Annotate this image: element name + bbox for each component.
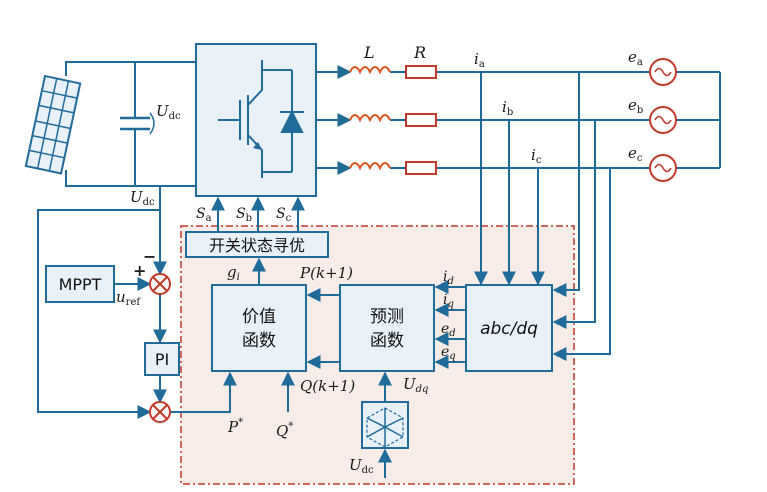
pi-label: PI bbox=[155, 350, 169, 369]
dc-feedback-wires bbox=[37, 186, 295, 419]
inverter-box bbox=[195, 43, 317, 197]
voltage-sense-wires bbox=[552, 72, 611, 361]
abc-dq-label: abc/dq bbox=[480, 319, 538, 339]
resistor-label: R bbox=[413, 43, 426, 62]
current-sense-wires bbox=[474, 72, 545, 286]
udc-cap-label: Udc bbox=[156, 102, 181, 122]
ed-label: ed bbox=[441, 321, 456, 339]
mppt-label: MPPT bbox=[59, 275, 102, 294]
igbt-emitter-arrow-icon bbox=[253, 142, 262, 150]
ea-label: ea bbox=[628, 48, 643, 68]
dc-bus-wires bbox=[65, 61, 196, 187]
cost-label-line2: 函数 bbox=[242, 331, 276, 351]
pi-block bbox=[144, 342, 180, 376]
ib-label: ib bbox=[502, 98, 513, 118]
uref-label: uref bbox=[116, 288, 141, 308]
phase-wires bbox=[316, 65, 721, 175]
qstar-label: Q* bbox=[276, 421, 293, 440]
cost-label-line1: 价值 bbox=[242, 307, 276, 327]
switch-optimization-label: 开关状态寻优 bbox=[209, 236, 305, 255]
minus-sign: − bbox=[143, 247, 156, 266]
prediction-wires bbox=[306, 288, 340, 369]
summing-junction-icon bbox=[149, 273, 171, 295]
gi-label: gi bbox=[227, 263, 240, 283]
resistor-icon bbox=[405, 65, 437, 175]
switching-signal-wires bbox=[211, 196, 305, 232]
ec-label: ec bbox=[628, 144, 643, 164]
iq-label: iq bbox=[443, 292, 454, 310]
dq-signal-wires bbox=[434, 280, 466, 369]
eq-label: eq bbox=[441, 344, 456, 362]
id-label: id bbox=[443, 269, 454, 287]
udc-bus-label: Udc bbox=[130, 188, 155, 208]
capacitor-icon bbox=[120, 112, 155, 135]
ia-label: ia bbox=[474, 50, 485, 70]
udq-label: Udq bbox=[403, 375, 428, 395]
qk1-label: Q(k+1) bbox=[300, 377, 355, 395]
predict-function-block bbox=[339, 284, 435, 372]
sa-label: Sa bbox=[196, 206, 212, 224]
ic-label: ic bbox=[531, 146, 542, 166]
inductor-icon bbox=[349, 66, 391, 171]
abc-dq-block bbox=[465, 284, 553, 372]
sb-label: Sb bbox=[236, 206, 252, 224]
sc-label: Sc bbox=[276, 206, 292, 224]
plus-sign: + bbox=[133, 261, 146, 280]
mppt-block bbox=[45, 265, 115, 303]
ac-wave-icon bbox=[654, 67, 672, 173]
eb-label: eb bbox=[628, 96, 643, 116]
pstar-label: P* bbox=[227, 417, 243, 436]
cost-function-block bbox=[211, 284, 307, 372]
voltage-vector-icon bbox=[361, 401, 409, 449]
udc-bottom-label: Udc bbox=[349, 456, 374, 476]
pv-panel-icon bbox=[24, 74, 82, 175]
pk1-label: P(k+1) bbox=[299, 264, 353, 282]
predict-label-line2: 函数 bbox=[370, 331, 404, 351]
multiplier-junction-icon bbox=[149, 401, 171, 423]
predict-label-line1: 预测 bbox=[370, 307, 404, 327]
inductor-label: L bbox=[363, 43, 375, 62]
